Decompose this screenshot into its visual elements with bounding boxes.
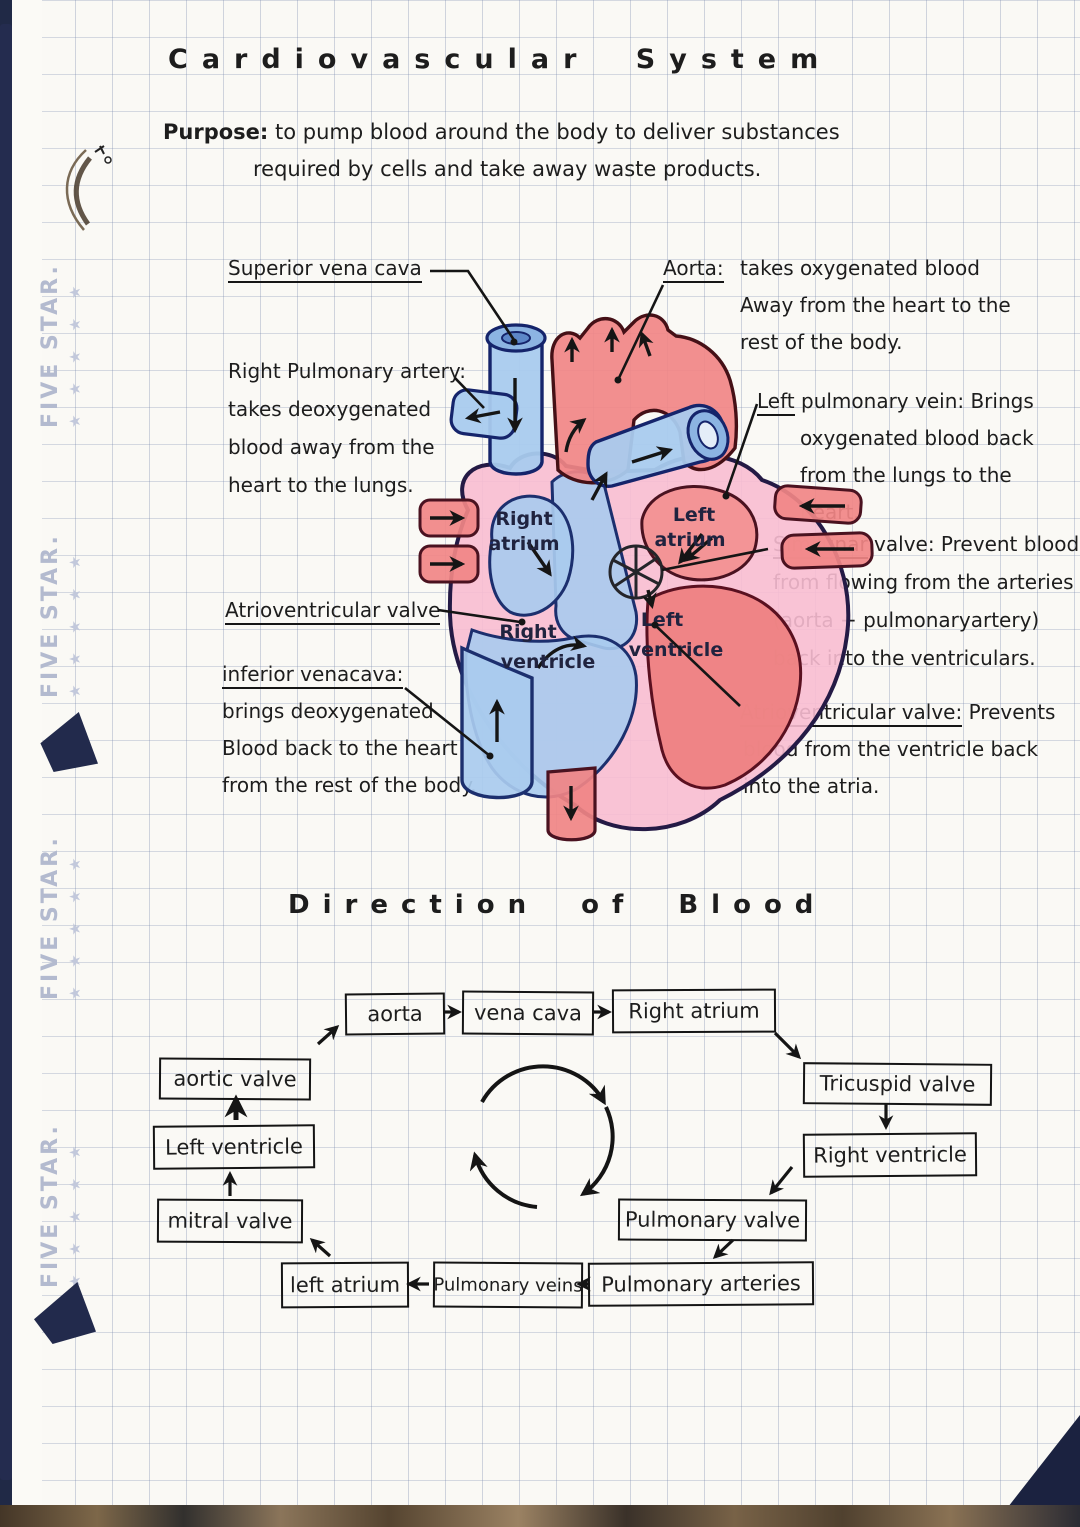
flow-box-aortic-valve: aortic valve bbox=[158, 1057, 312, 1101]
left-atrium-label: atrium bbox=[654, 529, 725, 551]
flow-box-mitral-valve: mitral valve bbox=[156, 1198, 304, 1244]
pen-squiggle bbox=[65, 145, 112, 231]
blood-flow-arrows bbox=[430, 326, 854, 822]
left-ventricle-shape bbox=[645, 584, 803, 790]
leader-dots bbox=[486, 338, 730, 760]
flow-box-pulmonary-valve: Pulmonary valve bbox=[617, 1198, 808, 1242]
purpose-text-2: required by cells and take away waste pr… bbox=[253, 157, 762, 181]
leader-lines bbox=[404, 269, 769, 758]
right-ventricle-label: ventricle bbox=[501, 651, 595, 673]
flow-box-pulmonary-veins: Pulmonary veins bbox=[432, 1261, 584, 1309]
left-ventricle-label: ventricle bbox=[629, 639, 723, 661]
flow-box-right-atrium: Right atrium bbox=[611, 988, 777, 1034]
label-superior-vena-cava: Superior vena cava bbox=[228, 250, 422, 287]
paper-margin-edge bbox=[12, 0, 42, 1527]
right-atrium-shape bbox=[488, 494, 575, 617]
purpose-label: Purpose: bbox=[163, 120, 269, 144]
page-title: Cardiovascular System bbox=[168, 44, 833, 75]
flow-box-aorta: aorta bbox=[344, 992, 446, 1036]
right-atrium-label: Right bbox=[495, 508, 552, 530]
flowchart-heading: Direction of Blood bbox=[288, 890, 827, 920]
label-left-pulmonary-vein: Left pulmonary vein: Brings bbox=[757, 383, 1034, 420]
heart-illustration: Right atrium Left atrium Right ventricle… bbox=[418, 313, 874, 842]
right-pulmonary-artery-description: Right Pulmonary artery: takes deoxygenat… bbox=[228, 359, 466, 497]
flow-box-tricuspid-valve: Tricuspid valve bbox=[802, 1062, 993, 1106]
circulation-cycle-icon bbox=[469, 1064, 615, 1209]
right-atrium-label: atrium bbox=[488, 533, 559, 555]
purpose-line: Purpose: to pump blood around the body t… bbox=[163, 120, 840, 144]
left-ventricle-label: Left bbox=[641, 609, 683, 631]
desk-edge bbox=[0, 1505, 1080, 1527]
aorta-description: takes oxygenated blood Away from the hea… bbox=[740, 256, 1011, 354]
flow-box-vena-cava: vena cava bbox=[461, 990, 595, 1036]
flow-box-left-atrium: left atrium bbox=[280, 1261, 410, 1309]
label-aorta: Aorta: bbox=[663, 250, 724, 287]
label-atrioventricular-valve-left: Atrioventricular valve bbox=[225, 592, 441, 629]
flow-box-right-ventricle: Right ventricle bbox=[802, 1132, 978, 1178]
notebook-cover-edge bbox=[0, 24, 12, 1480]
flowchart-arrows bbox=[222, 1004, 894, 1292]
right-ventricle-label: Right bbox=[499, 621, 556, 643]
flow-box-pulmonary-arteries: Pulmonary arteries bbox=[587, 1261, 815, 1307]
semilunar-valve-shape bbox=[608, 544, 664, 600]
flow-box-left-ventricle: Left ventricle bbox=[152, 1124, 316, 1170]
purpose-text-1: to pump blood around the body to deliver… bbox=[275, 120, 840, 144]
left-atrium-label: Left bbox=[673, 504, 715, 526]
inferior-vena-cava-description: inferior venacava: brings deoxygenated B… bbox=[222, 662, 477, 797]
